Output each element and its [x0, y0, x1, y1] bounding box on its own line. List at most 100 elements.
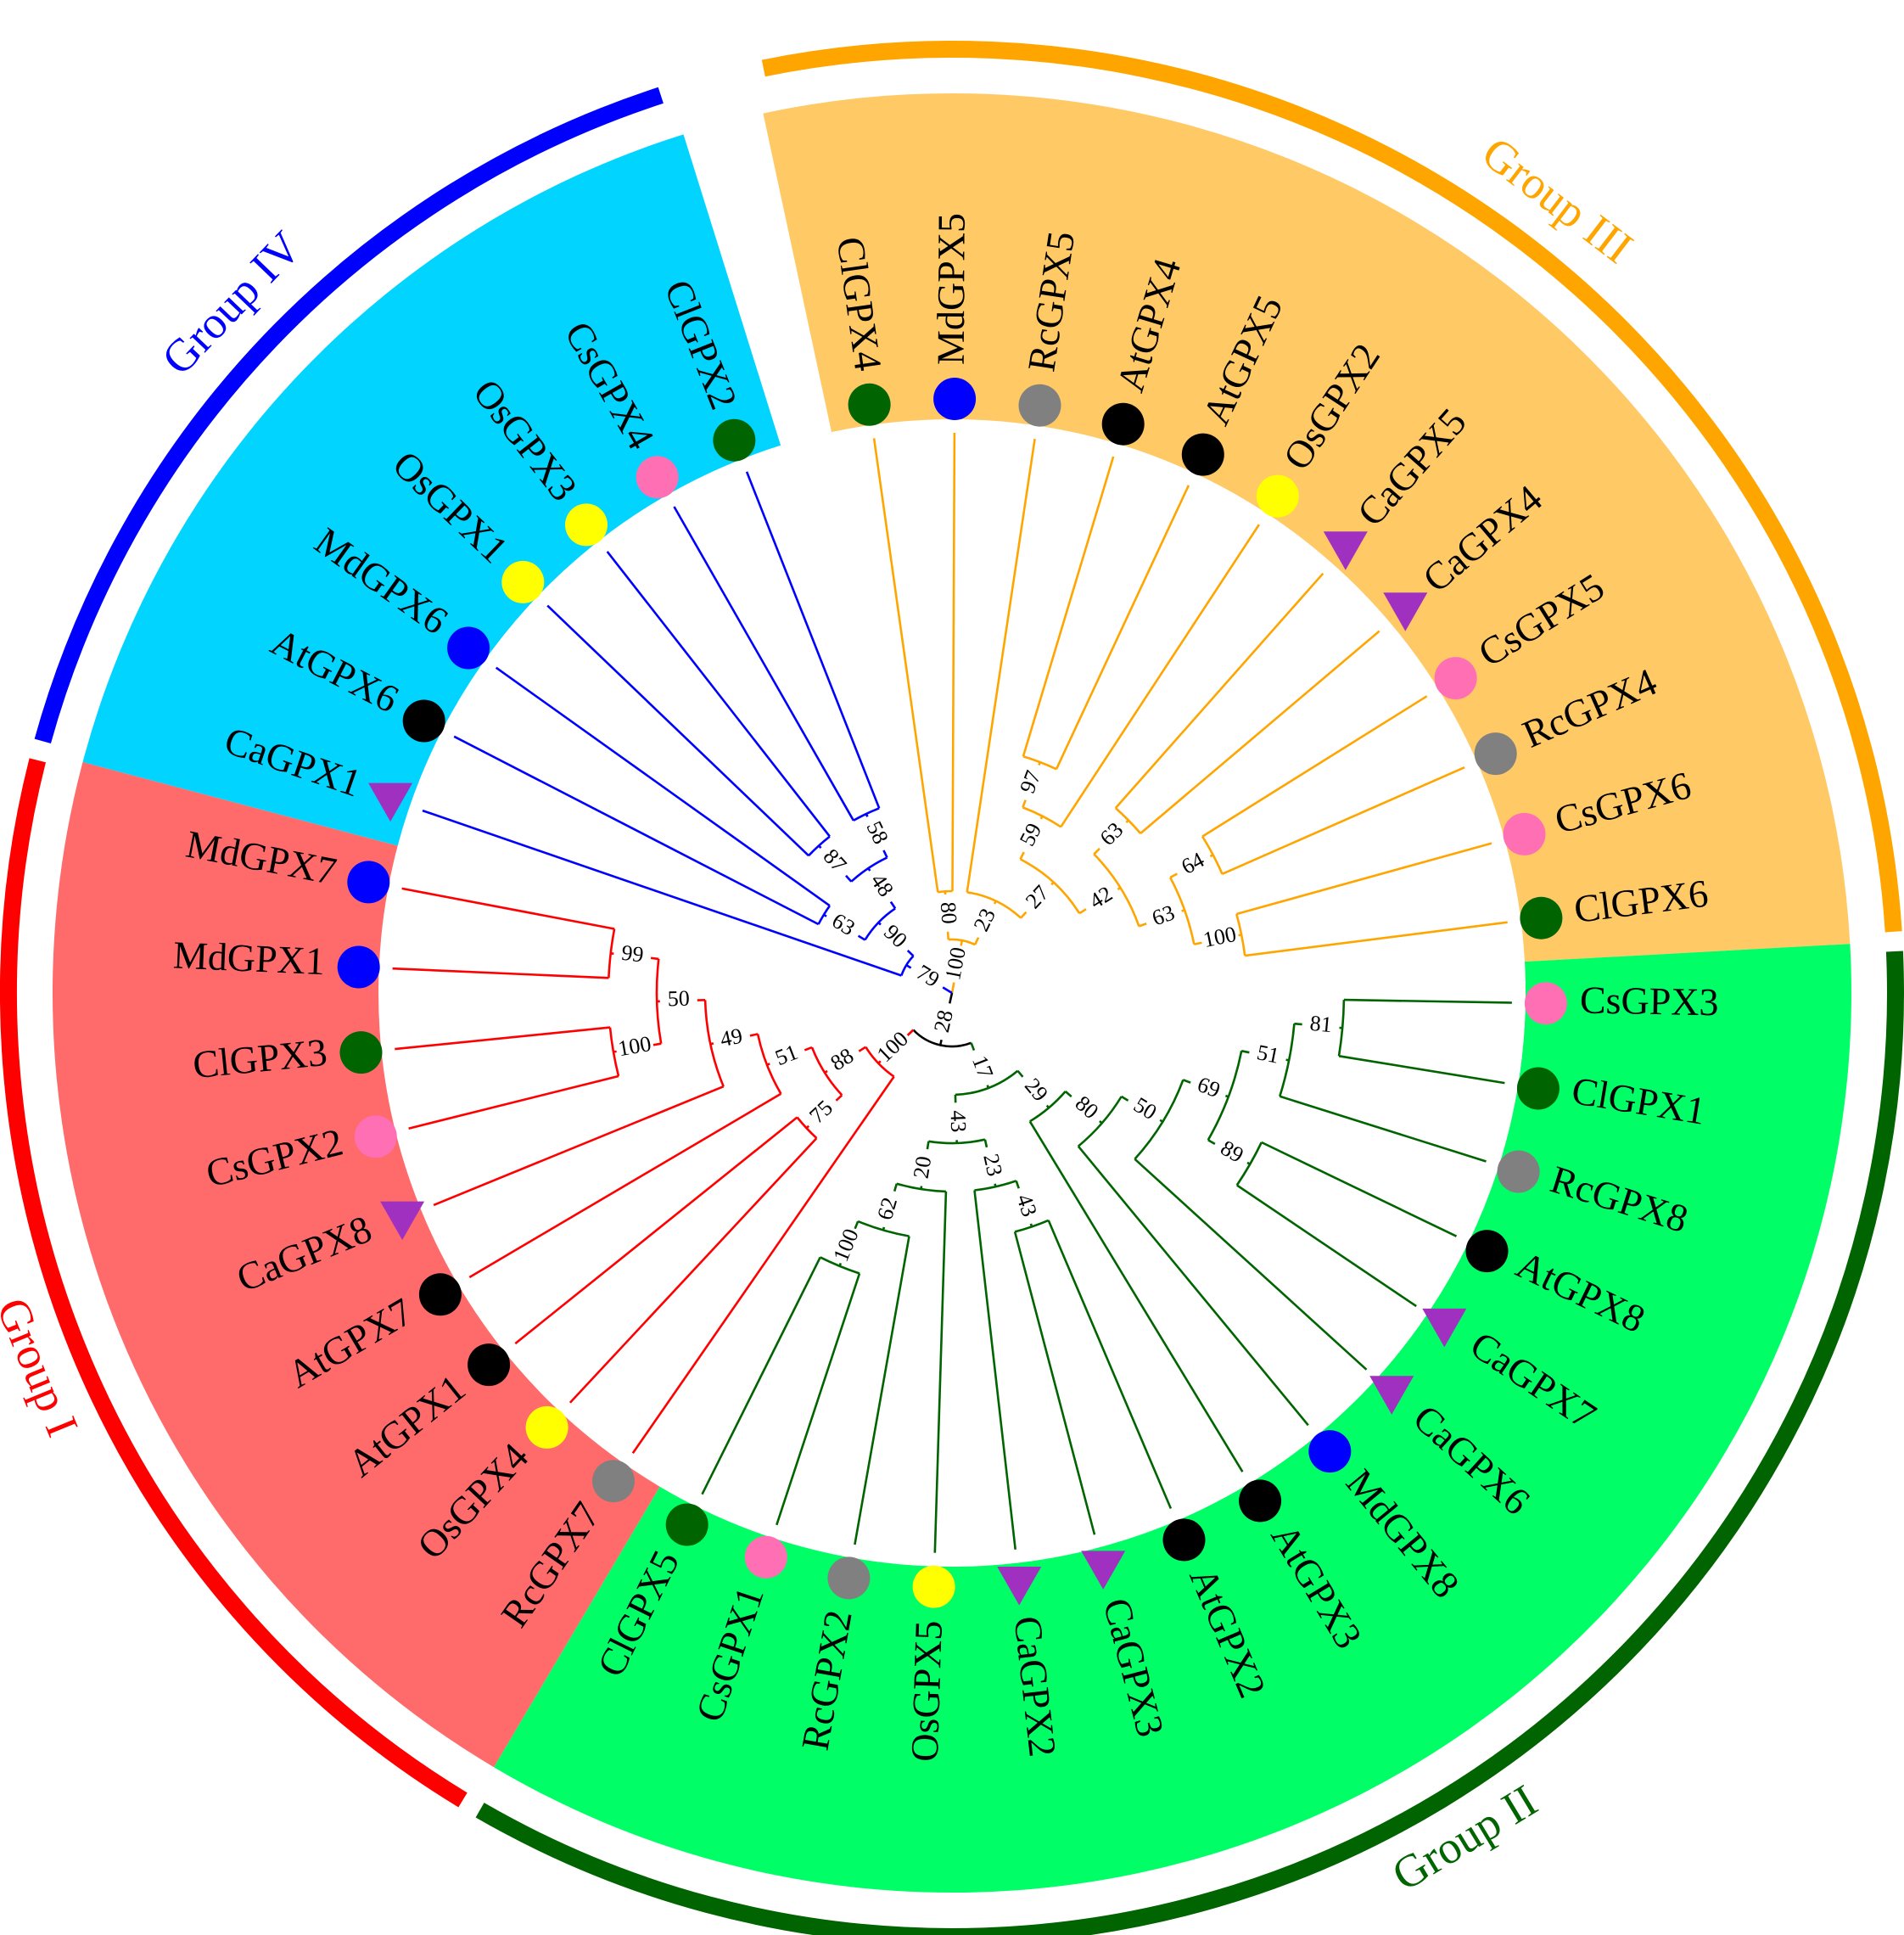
branch-line [453, 735, 820, 926]
bootstrap-bg [819, 905, 865, 948]
bootstrap-bg [966, 898, 1007, 944]
group-i-arc [0, 758, 468, 1808]
bootstrap-bg [940, 943, 975, 985]
bootstrap-bg [871, 1187, 908, 1231]
branch-arc [1134, 1079, 1184, 1160]
branch-arc [966, 891, 1022, 919]
branch-arc [912, 1029, 972, 1048]
species-marker-rc [827, 1556, 871, 1600]
branch-line [546, 604, 809, 857]
species-marker-cl [848, 383, 891, 426]
branch-line [1047, 1220, 1173, 1510]
branch-line [1028, 1120, 1244, 1472]
bootstrap-bg [810, 838, 856, 885]
bootstrap-bg [1078, 878, 1125, 921]
branch-line [854, 1236, 910, 1545]
branch-arc [756, 1034, 782, 1095]
bootstrap-bg [659, 986, 698, 1015]
bootstrap-value: 23 [978, 1152, 1007, 1179]
species-marker-os [501, 560, 545, 603]
bootstrap-bg [820, 1040, 866, 1083]
bootstrap-bg [710, 1022, 753, 1057]
branch-arc [938, 889, 953, 894]
branch-line [631, 1075, 895, 1455]
branch-line [392, 967, 609, 979]
species-marker-cs [1434, 657, 1477, 700]
branch-line [1134, 1158, 1368, 1371]
branch-line [495, 666, 831, 907]
species-marker-rc [1497, 1150, 1540, 1193]
group-iii-label: Group III [1473, 127, 1643, 273]
bootstrap-value: 49 [718, 1024, 744, 1052]
branch-arc [1235, 1141, 1263, 1186]
branch-arc [655, 958, 663, 1044]
bootstrap-bg [854, 810, 896, 856]
branch-arc [1279, 1024, 1296, 1097]
branch-line [1261, 1141, 1458, 1237]
group-i-background [52, 761, 660, 1768]
group-arcs [0, 40, 1904, 1935]
bootstrap-bg [1121, 1089, 1168, 1132]
bootstrap-bg [828, 1223, 868, 1269]
bootstrap-value: 80 [936, 901, 962, 925]
branch-arc [1093, 853, 1140, 927]
bootstrap-value: 28 [929, 1007, 958, 1035]
species-marker-ca [1422, 1308, 1467, 1348]
species-marker-ca [368, 782, 413, 822]
branch-line [1140, 630, 1380, 834]
species-marker-os [525, 1405, 568, 1449]
branch-arc [1077, 1096, 1123, 1147]
species-marker-at [1162, 1518, 1206, 1562]
branch-line [1221, 766, 1465, 875]
species-marker-ca [1081, 1551, 1126, 1590]
bootstrap-bg [1207, 1132, 1254, 1175]
bootstrap-bg [871, 915, 917, 961]
species-marker-at [1239, 1479, 1282, 1523]
group-iv-arc [34, 87, 664, 743]
species-marker-at [1181, 433, 1224, 476]
bootstrap-bg [973, 1144, 1009, 1187]
branch-line [673, 506, 855, 822]
branch-line [1114, 572, 1324, 809]
branch-line [872, 438, 939, 893]
species-marker-cl [1520, 896, 1563, 939]
species-marker-cl [713, 418, 756, 462]
bootstrap-bg [1199, 922, 1241, 956]
bootstrap-bg [1141, 898, 1186, 937]
leaf-label: MdGPX1 [172, 933, 326, 983]
branch-line [433, 1085, 725, 1207]
branch-arc [853, 807, 880, 822]
bootstrap-bg [612, 939, 652, 972]
bootstrap-bg [1089, 812, 1136, 859]
branch-line [1236, 1184, 1417, 1308]
leaf-label: MdGPX5 [929, 213, 973, 365]
branch-line [606, 551, 831, 838]
branch-line [395, 1026, 611, 1051]
species-marker-ca [997, 1567, 1042, 1606]
branch-line [1013, 1231, 1096, 1535]
branch-line [933, 1191, 948, 1553]
bootstrap-bg [1170, 844, 1217, 886]
branch-arc [810, 1046, 843, 1096]
branch-line [951, 432, 956, 892]
species-marker-rc [1474, 732, 1517, 776]
species-marker-cs [744, 1535, 787, 1579]
leaf-label: OsGPX5 [903, 1620, 950, 1763]
branch-line [701, 1256, 821, 1495]
species-marker-cs [1524, 982, 1567, 1025]
bootstrap-bg [859, 863, 903, 910]
group-ii-arc [475, 951, 1904, 1935]
bootstrap-bg [1005, 1184, 1044, 1229]
group-iii-arc [761, 40, 1902, 933]
branch-line [514, 1116, 798, 1345]
branch-arc [820, 1256, 860, 1275]
branch-line [1022, 456, 1115, 757]
bootstrap-bg [927, 1000, 963, 1043]
bootstrap-value: 20 [909, 1154, 937, 1180]
bootstrap-value: 99 [620, 940, 645, 968]
branch-line [468, 1092, 782, 1279]
species-marker-md [933, 378, 977, 420]
species-marker-os [565, 503, 608, 547]
bootstrap-bg [1185, 1069, 1231, 1109]
